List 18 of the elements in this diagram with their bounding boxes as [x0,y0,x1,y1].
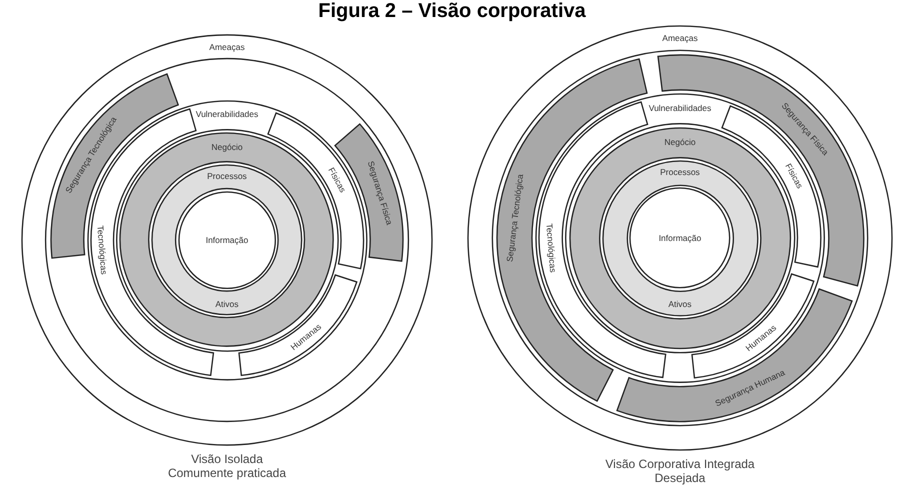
ring-label: Negócio [211,143,243,152]
ring-label: Processos [207,172,247,181]
ring-label: Vulnerabilidades [648,103,712,112]
title: Figura 2 – Visão corporativa [317,0,587,23]
ring-label: Ameaças [209,42,245,51]
ring-label: Vulnerabilidades [196,110,258,118]
ring-label: Informação [206,236,248,244]
ring-label: Negócio [664,138,696,146]
ring-label: Ativos [215,299,239,308]
arc-label: Tecnológicas [96,224,108,275]
ring-label: Informação [658,234,702,242]
caption: Visão Corporativa Integrada Desejada [604,458,756,486]
ring-label: Processos [660,168,700,176]
caption: Visão Isolada Comumente praticada [166,453,288,481]
ring-label: Ameaças [662,34,698,42]
arc-label: Segurança Tecnológica [506,173,525,262]
ring-label: Ativos [668,299,692,308]
arc-label: Tecnológicas [544,223,558,273]
